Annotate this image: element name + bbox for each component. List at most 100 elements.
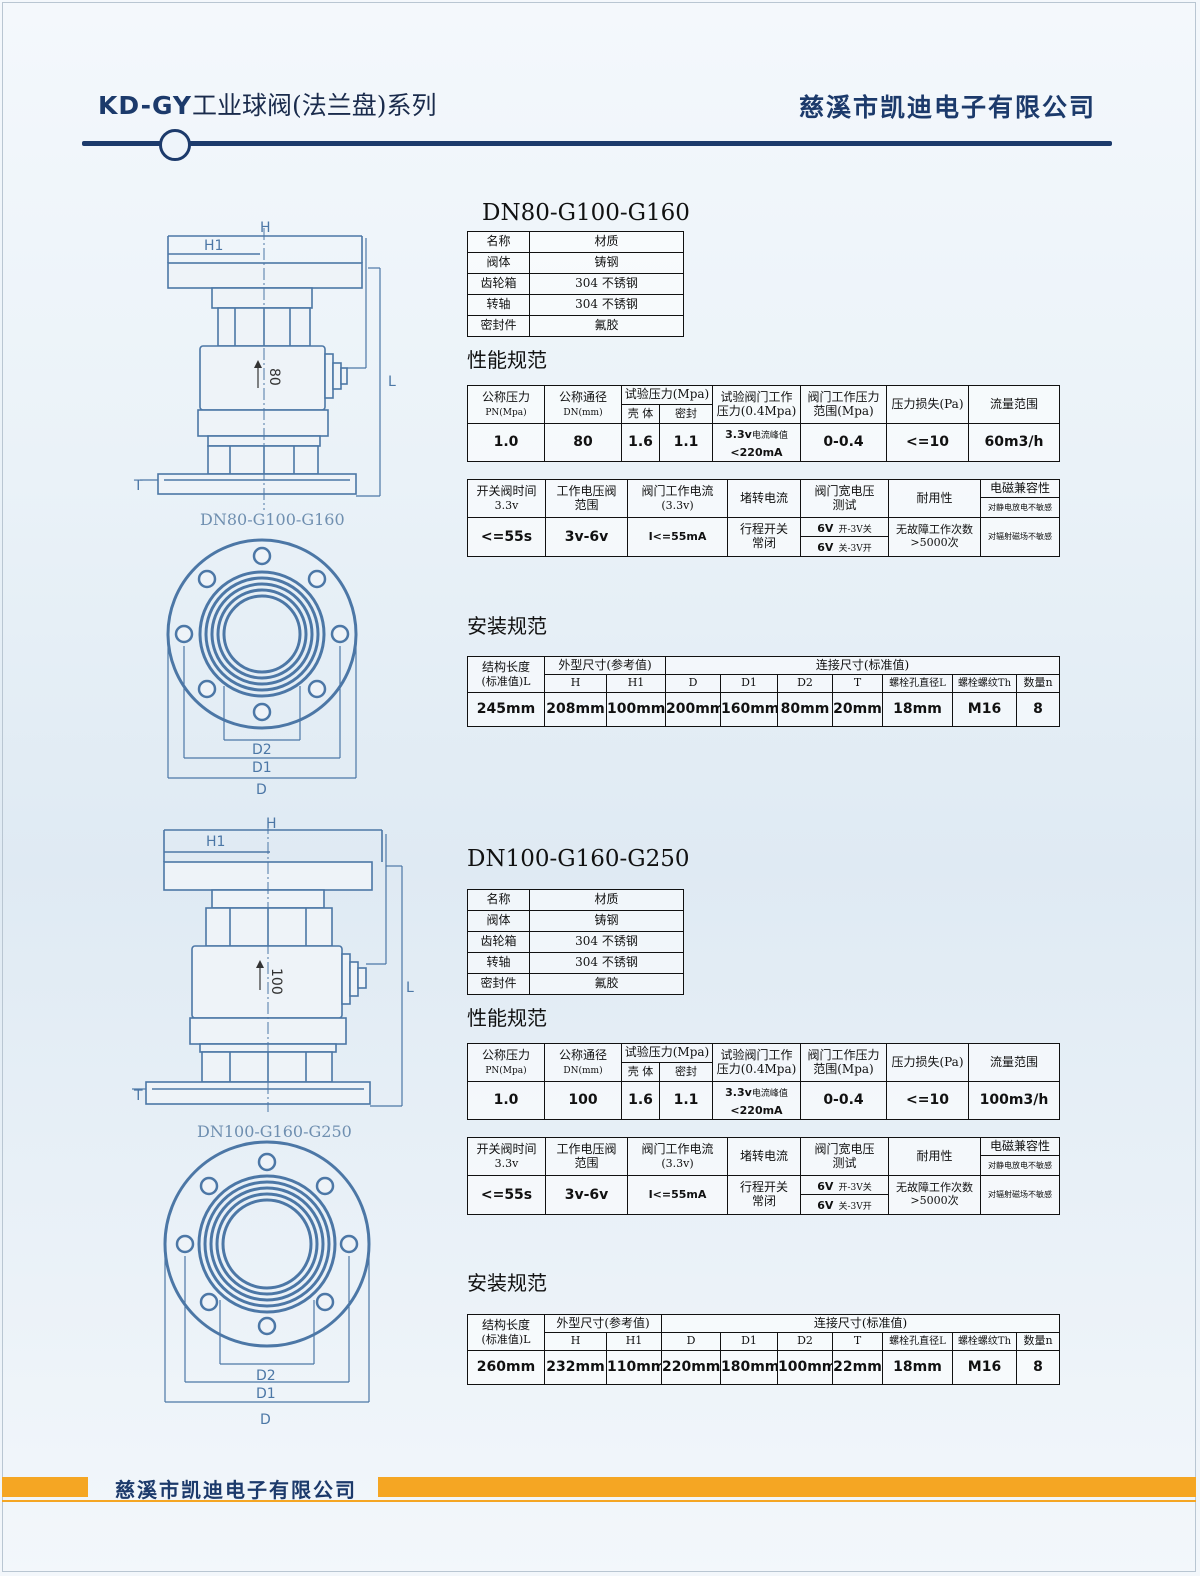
perf-header-seal: 密封: [659, 1062, 713, 1082]
elec-wide-2: 6V 关-3V开: [800, 1194, 889, 1215]
material-value: 304 不锈钢: [529, 931, 684, 953]
material-part: 阀体: [467, 252, 530, 274]
perf-range: 0-0.4: [800, 423, 887, 462]
table-row: 245mm 208mm 100mm 200mm 160mm 80mm 20mm …: [467, 692, 1061, 727]
dim-label-d: D: [256, 782, 267, 798]
dim-label-d2: D2: [252, 742, 272, 758]
install-value: 232mm: [544, 1350, 607, 1385]
elec-header-emc: 电磁兼容性: [980, 479, 1060, 498]
perf-header-shell: 壳 体: [621, 404, 660, 424]
dim-label-h1: H1: [204, 238, 223, 254]
material-header-material: 材质: [529, 889, 684, 911]
install-value: 245mm: [467, 692, 545, 727]
dn-mark: 100: [268, 968, 284, 995]
elec-wide-1: 6V 开-3V关: [800, 516, 889, 538]
elec-time: <=55s: [467, 517, 546, 557]
install-value: 100mm: [606, 692, 666, 727]
footer-accent-right: [378, 1477, 1196, 1497]
model-title: DN80-G100-G160: [482, 200, 690, 226]
emc-esd: 对静电放电不敏感: [980, 497, 1060, 518]
elec-volt: 3v-6v: [545, 517, 628, 557]
material-value: 304 不锈钢: [529, 294, 684, 316]
install-value: 8: [1015, 692, 1061, 727]
install-value: 20mm: [832, 692, 883, 727]
table-row: <=55s 3v-6v I<=55mA 行程开关常闭 6V 开-3V关 无故障工…: [467, 1174, 1060, 1215]
perf-header-loss: 压力损失(Pa): [886, 1043, 969, 1082]
perf-loss: <=10: [886, 1081, 969, 1120]
install-value: 180mm: [720, 1350, 778, 1385]
install-value: 260mm: [467, 1350, 545, 1385]
table-row: <=55s 3v-6v I<=55mA 行程开关常闭 6V 开-3V关 无故障工…: [467, 516, 1060, 557]
perf-header-range: 阀门工作压力范围(Mpa): [800, 1043, 887, 1082]
perf-dn: 100: [544, 1081, 622, 1120]
perf-flow: 100m3/h: [968, 1081, 1060, 1120]
valve-side-drawing-2: H H1 L T 100: [132, 816, 414, 1112]
install-value: 208mm: [544, 692, 607, 727]
install-col-count: 数量n: [1015, 674, 1061, 693]
elec-header-current: 阀门工作电流(3.3v): [627, 1137, 728, 1176]
install-col-h1: H1: [606, 674, 666, 693]
elec-life: 无故障工作次数>5000次: [888, 517, 981, 557]
elec-header-volt: 工作电压阀范围: [545, 1137, 628, 1176]
install-col-h: H: [544, 674, 607, 693]
material-part: 齿轮箱: [467, 931, 530, 953]
elec-header-volt: 工作电压阀范围: [545, 479, 628, 518]
table-row: 密封件氟胶: [467, 973, 684, 995]
flange-front-drawing-1: D2 D1 D: [166, 538, 358, 798]
install-value: 80mm: [777, 692, 833, 727]
install-value: 220mm: [661, 1350, 721, 1385]
install-header-outer: 外型尺寸(参考值): [544, 1314, 662, 1333]
footer-divider: [2, 1500, 1196, 1502]
elec-header-life: 耐用性: [888, 1137, 981, 1176]
perf-header-range: 阀门工作压力范围(Mpa): [800, 385, 887, 424]
install-col-count: 数量n: [1015, 1332, 1061, 1351]
elec-stall: 行程开关常闭: [727, 1175, 801, 1215]
install-col-bolt-thread: 螺栓螺纹Th: [952, 674, 1017, 693]
material-value: 氟胶: [529, 315, 684, 337]
dim-label-h: H: [266, 816, 277, 832]
header-divider: [82, 141, 1112, 146]
dim-label-d1: D1: [256, 1386, 276, 1402]
install-col-d1: D1: [720, 1332, 778, 1351]
material-part: 转轴: [467, 952, 530, 974]
series-name: 工业球阀(法兰盘)系列: [192, 91, 437, 120]
dn-mark: 80: [266, 368, 282, 386]
drawing-caption: DN100-G160-G250: [197, 1122, 352, 1141]
install-col-t: T: [832, 1332, 883, 1351]
install-col-d1: D1: [720, 674, 778, 693]
install-value: 160mm: [720, 692, 778, 727]
brand-name: KD-GY: [98, 91, 193, 120]
install-header-length: 结构长度(标准值)L: [467, 656, 545, 693]
perf-pn: 1.0: [467, 423, 545, 462]
perf-range: 0-0.4: [800, 1081, 887, 1120]
elec-header-emc: 电磁兼容性: [980, 1137, 1060, 1156]
elec-stall: 行程开关常闭: [727, 517, 801, 557]
install-col-t: T: [832, 674, 883, 693]
performance-heading: 性能规范: [467, 1006, 547, 1030]
material-part: 阀体: [467, 910, 530, 932]
elec-header-stall: 堵转电流: [727, 479, 801, 518]
material-header-name: 名称: [467, 231, 530, 253]
flange-front-drawing-2: D2 D1 D: [163, 1140, 371, 1428]
elec-time: <=55s: [467, 1175, 546, 1215]
material-value: 304 不锈钢: [529, 952, 684, 974]
install-value: 110mm: [606, 1350, 662, 1385]
perf-header-loss: 压力损失(Pa): [886, 385, 969, 424]
perf-dn: 80: [544, 423, 622, 462]
install-value: 22mm: [832, 1350, 883, 1385]
elec-current: I<=55mA: [627, 517, 728, 557]
series-title: KD-GY工业球阀(法兰盘)系列: [98, 86, 437, 122]
perf-peak: 3.3v电流峰值<220mA: [712, 1081, 801, 1120]
dim-label-t: T: [133, 1088, 143, 1104]
perf-pn: 1.0: [467, 1081, 545, 1120]
